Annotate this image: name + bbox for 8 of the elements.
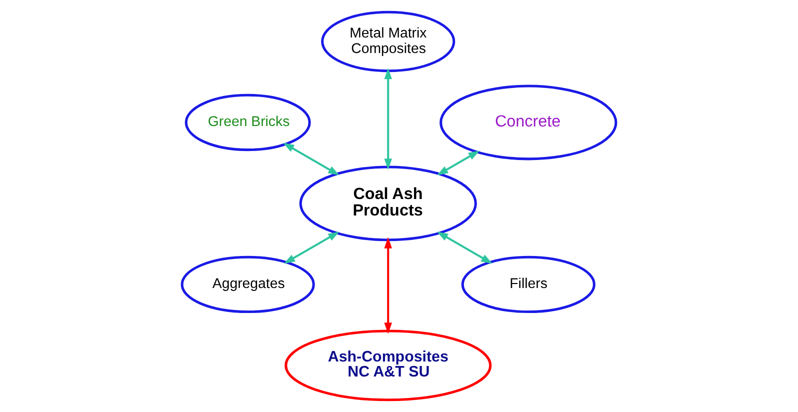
arrow bbox=[284, 232, 340, 264]
node-ellipse: Metal Matrix Composites bbox=[321, 10, 456, 72]
node-ellipse: Ash-Composites NC A&T SU bbox=[284, 330, 492, 402]
arrow bbox=[283, 142, 340, 176]
arrow bbox=[384, 68, 392, 170]
arrow bbox=[436, 232, 492, 264]
arrow bbox=[384, 237, 392, 334]
arrow bbox=[436, 150, 480, 176]
